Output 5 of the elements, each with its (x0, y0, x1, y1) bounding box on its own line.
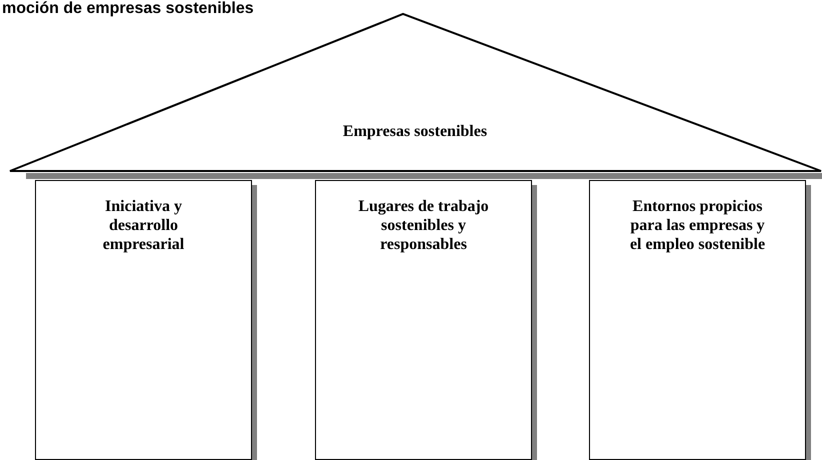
pillar-label: Lugares de trabajo sostenibles y responsables (357, 197, 490, 254)
pillar-label: Iniciativa y desarrollo empresarial (102, 197, 186, 254)
pillar-label: Entornos propicios para las empresas y el empleo sostenible (628, 197, 766, 254)
title: moción de empresas sostenibles (2, 0, 254, 18)
roof-label: Empresas sostenibles (342, 122, 488, 141)
